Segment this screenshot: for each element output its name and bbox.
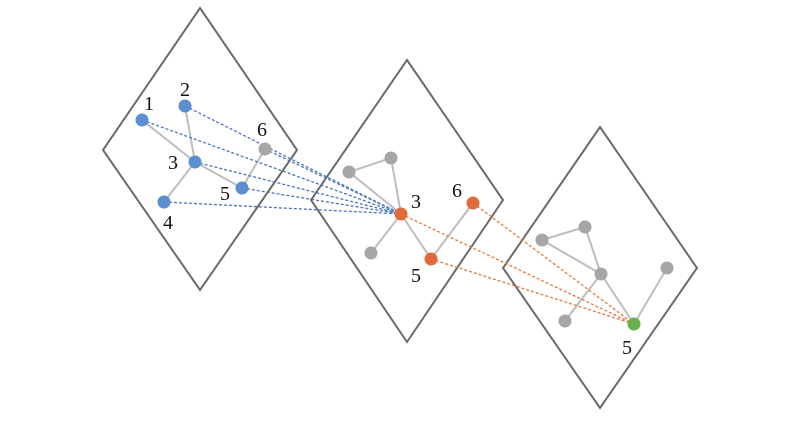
- l2-node-6: [466, 196, 480, 210]
- layer-3-diamond: [501, 125, 699, 410]
- l2-label-6: 6: [452, 180, 462, 202]
- l2-node-3: [394, 207, 408, 221]
- l2-node-a: [342, 165, 356, 179]
- layer-3-edges: [541, 226, 668, 325]
- layer-1-labels: 1 2 3 4 5 6: [144, 79, 267, 234]
- l3-node-e: [660, 261, 674, 275]
- l2-label-3: 3: [411, 191, 421, 213]
- layer-1-edges: [141, 105, 266, 203]
- layer-3-nodes: [535, 220, 674, 331]
- l1-node-3: [188, 155, 202, 169]
- layer-2-nodes: [342, 151, 480, 266]
- l1-label-4: 4: [163, 212, 173, 234]
- l1-node-2: [178, 99, 192, 113]
- l3-label-5: 5: [622, 337, 632, 359]
- l2-label-5: 5: [411, 265, 421, 287]
- layer-3-labels: 5: [622, 337, 632, 359]
- l1-label-3: 3: [168, 152, 178, 174]
- blue-dashed-links: [141, 105, 402, 215]
- l1-node-5: [235, 181, 249, 195]
- layer-1-nodes: [135, 99, 272, 209]
- l3-node-a: [535, 233, 549, 247]
- l2-node-b: [384, 151, 398, 165]
- layer-2-edges: [348, 157, 474, 260]
- l1-node-1: [135, 113, 149, 127]
- l3-node-b: [578, 220, 592, 234]
- l3-node-d: [558, 314, 572, 328]
- l1-label-1: 1: [144, 93, 154, 115]
- l1-label-6: 6: [257, 119, 267, 141]
- l3-node-c: [594, 267, 608, 281]
- layer-1-diamond: [101, 6, 299, 292]
- l1-label-2: 2: [180, 79, 190, 101]
- l2-node-5: [424, 252, 438, 266]
- layer-2-diamond: [309, 58, 505, 344]
- layer-2-labels: 3 5 6: [411, 180, 462, 287]
- orange-dashed-links: [400, 202, 635, 325]
- l2-node-c: [364, 246, 378, 260]
- l3-node-5: [627, 317, 641, 331]
- l1-node-4: [157, 195, 171, 209]
- l1-label-5: 5: [220, 183, 230, 205]
- l1-node-6: [258, 142, 272, 156]
